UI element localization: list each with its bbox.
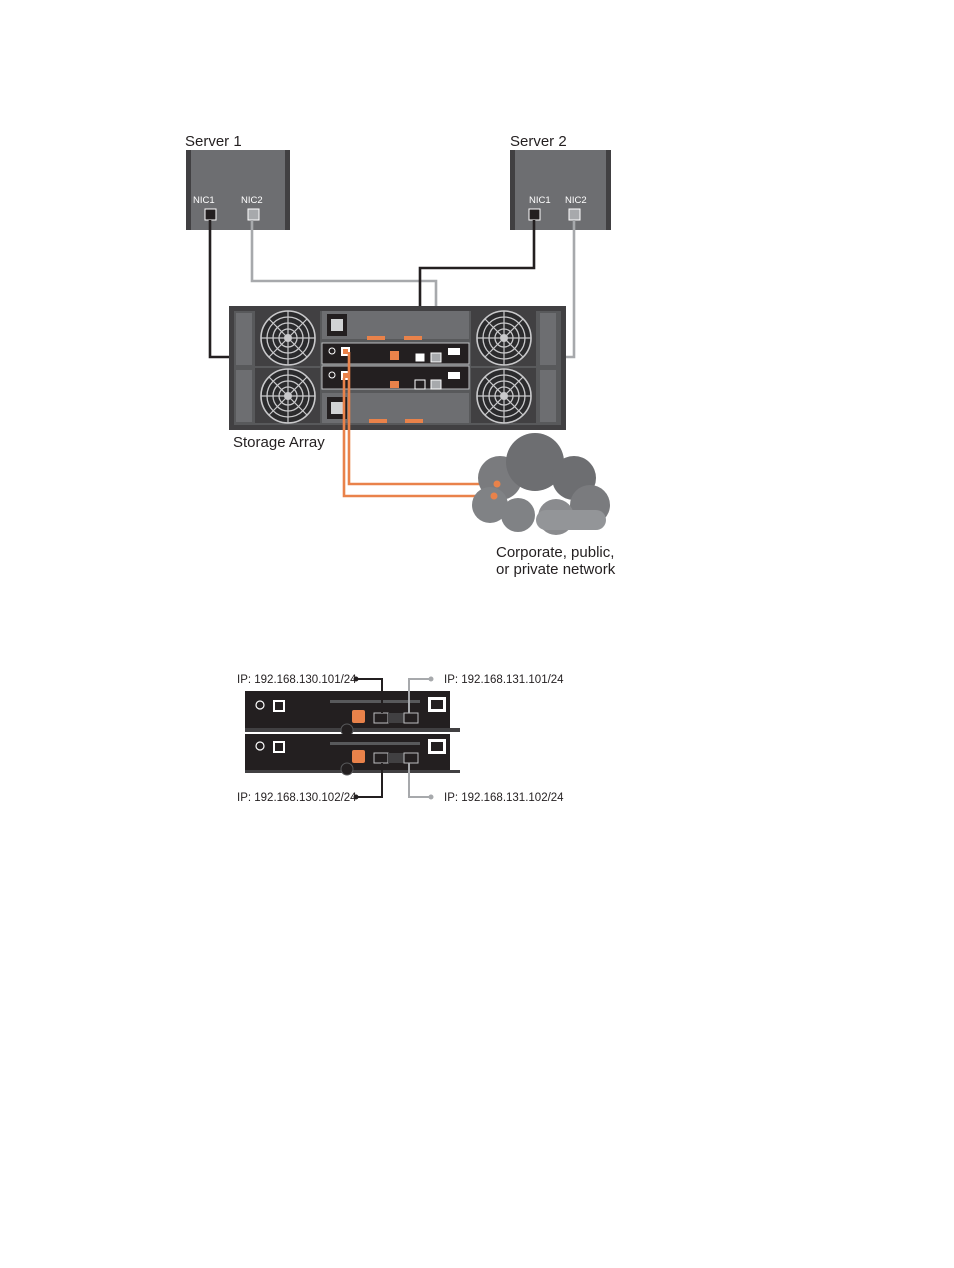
- server-2-nic2-label: NIC2: [565, 195, 587, 206]
- ip-label-top-left: IP: 192.168.130.101/24: [237, 674, 357, 686]
- server-2-nic1-label: NIC1: [529, 195, 551, 206]
- server-2: Server 2 NIC1 NIC2: [510, 133, 611, 230]
- network-label-line2: or private network: [496, 561, 616, 578]
- server-1-nic1-port: [205, 209, 216, 220]
- ip-label-top-right: IP: 192.168.131.101/24: [444, 674, 564, 686]
- fan-icon: [477, 311, 531, 365]
- storage-array: Storage Array: [229, 306, 566, 451]
- server-2-label: Server 2: [510, 133, 567, 150]
- server-2-nic1-port: [529, 209, 540, 220]
- server-1-nic2-port: [248, 209, 259, 220]
- server-1-nic1-label: NIC1: [193, 195, 215, 206]
- fan-icon: [261, 369, 315, 423]
- ip-label-bottom-left: IP: 192.168.130.102/24: [237, 792, 357, 804]
- fan-icon: [477, 369, 531, 423]
- fan-icon: [261, 311, 315, 365]
- server-1-nic2-label: NIC2: [241, 195, 263, 206]
- ip-label-bottom-right: IP: 192.168.131.102/24: [444, 792, 564, 804]
- server-1-label: Server 1: [185, 133, 242, 150]
- server-1: Server 1 NIC1 NIC2: [185, 133, 290, 230]
- server-2-nic2-port: [569, 209, 580, 220]
- cloud-icon: [472, 433, 610, 535]
- network-label-line1: Corporate, public,: [496, 544, 614, 561]
- controller-detail: IP: 192.168.130.101/24 IP: 192.168.131.1…: [237, 674, 564, 804]
- storage-array-label: Storage Array: [233, 434, 325, 451]
